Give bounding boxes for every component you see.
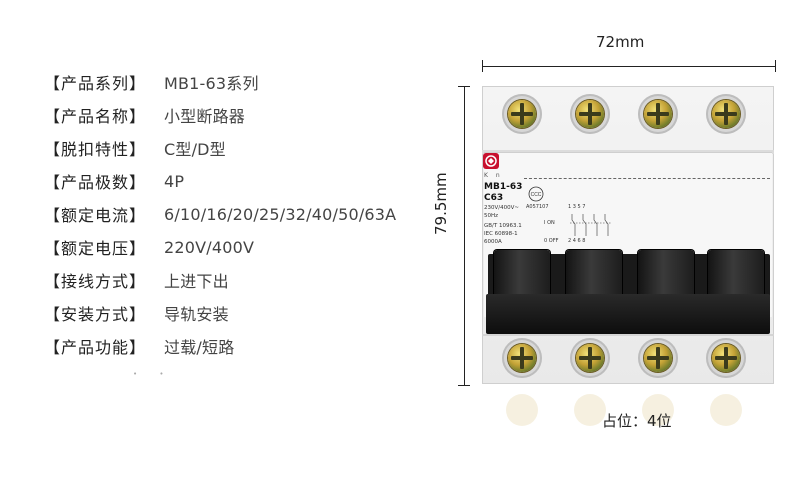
screw-icon [712,344,740,372]
screw-icon [644,100,672,128]
faded-dots: • • [133,370,164,378]
terminal-bottom-2 [570,338,610,378]
spec-row-current: 【额定电流】 6/10/16/20/25/32/40/50/63A [44,202,396,226]
terminal-bottom-4 [706,338,746,378]
spec-key: 【脱扣特性】 [44,140,147,159]
screw-icon [644,344,672,372]
breaker-bottom-shoulder [482,334,774,336]
spec-key: 【产品极数】 [44,173,147,192]
spec-row-function: 【产品功能】 过载/短路 [44,334,234,358]
breaker-breaking-capacity: 6000A [484,239,502,245]
breaker-rating: C63 [484,193,504,203]
spec-value: MB1-63系列 [164,74,259,93]
height-dimension-line [458,86,470,386]
width-dimension-tick-right [775,60,776,72]
spec-value: 过载/短路 [164,338,235,357]
breaker-frequency: 50Hz [484,213,499,219]
spec-key: 【接线方式】 [44,272,147,291]
terminal-top-1 [502,94,542,134]
breaker-model: MB1-63 [484,182,523,192]
spec-value: 小型断路器 [164,107,246,126]
spec-value: 220V/400V [164,237,255,257]
terminal-top-4 [706,94,746,134]
spec-row-mounting: 【安装方式】 导轨安装 [44,301,229,325]
spec-value: 导轨安装 [164,305,229,324]
breaker-reflection [506,394,742,426]
height-dimension-label: 79.5mm [432,172,450,235]
circuit-breaker-image: K n MB1-63 C63 230V/400V~ 50Hz GB/T 1096… [482,86,774,384]
terminal-top-2 [570,94,610,134]
terminal-top-3 [638,94,678,134]
screw-icon [576,100,604,128]
width-dimension-label: 72mm [596,33,645,51]
breaker-voltage: 230V/400V~ [484,205,519,211]
label-dashed-line [524,178,770,179]
width-dimension-line [482,60,776,72]
screw-icon [712,100,740,128]
off-marking: 0 OFF [544,238,559,244]
handle-tie-bar [486,294,770,334]
height-dimension-rule [464,86,465,386]
spec-key: 【产品名称】 [44,107,147,126]
width-dimension-rule [482,66,776,67]
spec-value: 上进下出 [164,272,229,291]
spec-row-series: 【产品系列】 MB1-63系列 [44,70,259,94]
spec-row-name: 【产品名称】 小型断路器 [44,103,245,127]
breaker-standard-iec: IEC 60898-1 [484,231,518,237]
spec-value: 4P [164,171,185,191]
terminal-numbers-top: 1 3 5 7 [568,204,586,210]
screw-icon [508,100,536,128]
width-dimension-tick-left [482,60,483,72]
brand-logo-icon [483,153,499,169]
ccc-code: A057107 [526,204,549,210]
spec-key: 【安装方式】 [44,305,147,324]
terminal-bottom-1 [502,338,542,378]
spec-value: C型/D型 [164,140,226,159]
spec-value: 6/10/16/20/25/32/40/50/63A [164,204,397,224]
spec-row-voltage: 【额定电压】 220V/400V [44,235,254,259]
spec-row-poles: 【产品极数】 4P [44,169,184,193]
circuit-diagram-icon [570,214,612,236]
terminal-numbers-bottom: 2 4 6 8 [568,238,586,244]
ccc-certification-icon: CCC [528,186,544,202]
spec-row-wiring: 【接线方式】 上进下出 [44,268,229,292]
spec-row-trip: 【脱扣特性】 C型/D型 [44,136,226,160]
spec-key: 【产品系列】 [44,74,147,93]
height-dimension-tick-bottom [458,385,470,386]
position-count-label: 占位：4位 [602,412,672,430]
svg-text:CCC: CCC [531,192,542,198]
brand-mini-text: K n [484,172,503,179]
screw-icon [508,344,536,372]
breaker-standard-gb: GB/T 10963.1 [484,223,522,229]
screw-icon [576,344,604,372]
spec-key: 【额定电流】 [44,206,147,225]
on-marking: I ON [544,220,555,226]
spec-key: 【产品功能】 [44,338,147,357]
height-dimension-tick-top [458,86,470,87]
spec-key: 【额定电压】 [44,239,147,258]
terminal-bottom-3 [638,338,678,378]
